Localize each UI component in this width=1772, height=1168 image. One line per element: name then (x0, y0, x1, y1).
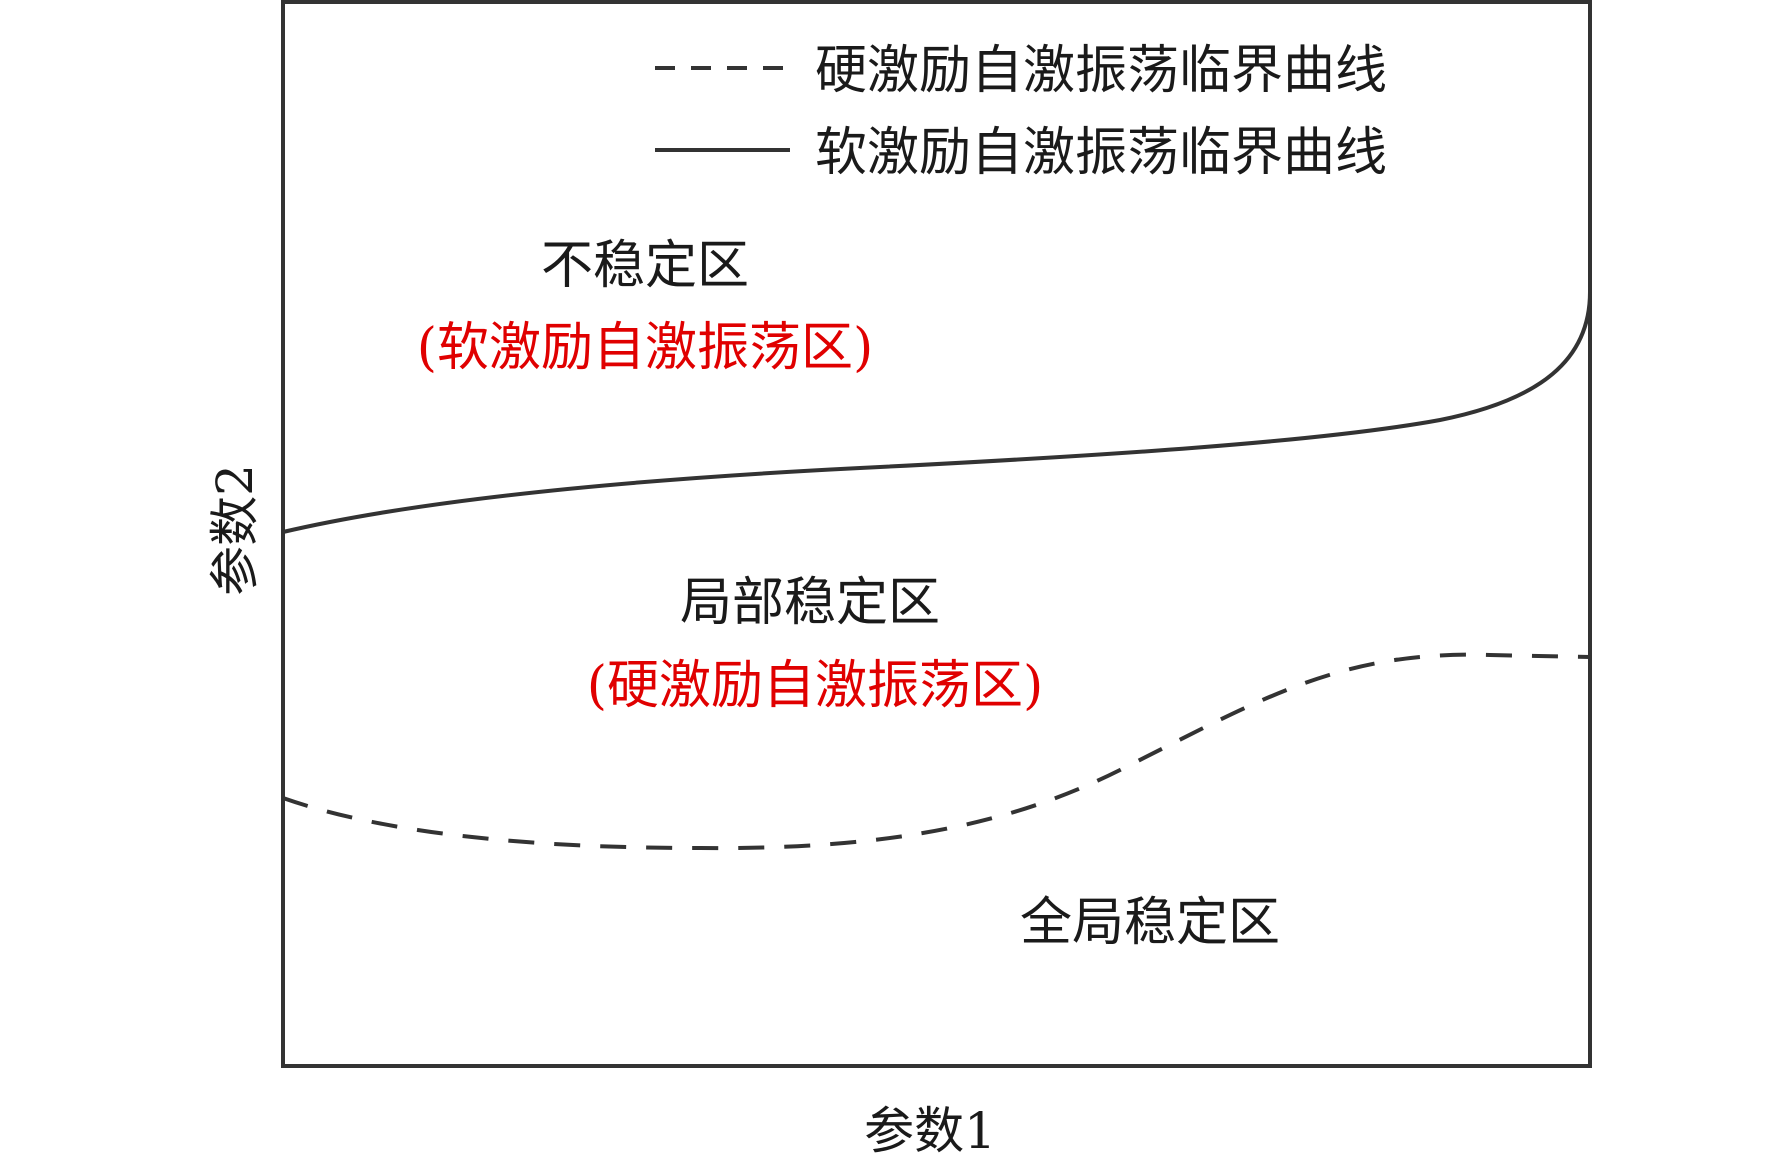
legend-hard-label: 硬激励自激振荡临界曲线 (815, 41, 1387, 101)
y-axis-label: 参数2 (206, 464, 264, 596)
region-global-label: 全局稳定区 (1020, 893, 1280, 953)
x-axis-label: 参数1 (864, 1102, 996, 1160)
plot-frame (281, 0, 1592, 1068)
region-local-label: 局部稳定区 (680, 573, 940, 633)
region-local-sublabel: (硬激励自激振荡区) (587, 656, 1044, 716)
soft-excitation-critical-curve (282, 291, 1592, 534)
region-unstable-sublabel: (软激励自激振荡区) (417, 318, 874, 378)
hard-excitation-critical-curve (282, 652, 1591, 851)
legend-soft-label: 软激励自激振荡临界曲线 (815, 123, 1387, 183)
region-unstable-label: 不稳定区 (541, 236, 749, 296)
